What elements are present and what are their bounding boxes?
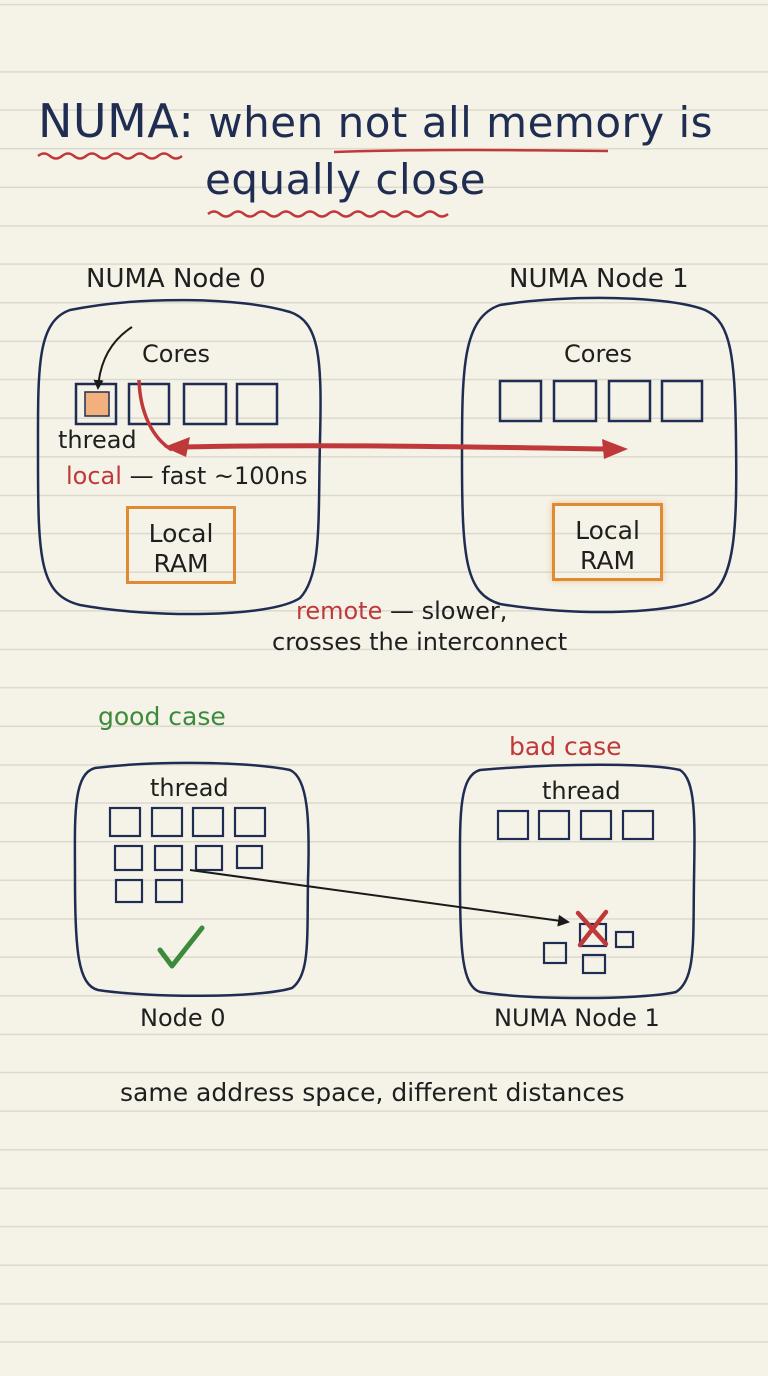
node1-core-2 xyxy=(552,379,598,423)
node1-core-3 xyxy=(607,379,652,423)
good-case-label: good case xyxy=(98,702,226,731)
remote-access-arrow xyxy=(189,869,570,927)
local-latency-text: — fast ~100ns xyxy=(129,462,308,490)
remote-word: remote xyxy=(296,597,383,625)
node0-box xyxy=(36,298,322,616)
node0-cores-label: Cores xyxy=(142,340,211,368)
bad-thread-label: thread xyxy=(542,777,621,805)
node1-ram-line2: RAM xyxy=(579,546,636,575)
interconnect-head-right xyxy=(602,439,628,459)
node0-core-3 xyxy=(182,382,228,426)
remote-latency-line2: crosses the interconnect xyxy=(272,628,568,656)
bad-node-label: NUMA Node 1 xyxy=(494,1004,660,1032)
title-squiggle-numa xyxy=(37,152,183,160)
good-node-box xyxy=(73,761,310,998)
title-numa: NUMA: xyxy=(38,94,195,148)
thread-marker xyxy=(84,391,110,417)
bad-node-box xyxy=(458,763,696,1000)
good-memory-squares xyxy=(108,806,267,904)
thread-pointer-arrow xyxy=(93,326,133,390)
remote-latency-text: — slower, xyxy=(389,597,508,625)
node1-ram-line1: Local xyxy=(575,516,640,545)
node1-core-4 xyxy=(660,379,704,423)
check-mark-icon xyxy=(157,925,205,969)
node1-core-1 xyxy=(498,379,543,423)
local-word: local xyxy=(66,462,122,490)
title-is: is xyxy=(678,98,714,147)
fail-x-icon xyxy=(575,909,609,948)
bad-memory-squares xyxy=(496,809,655,975)
title-line-2: equally close xyxy=(205,155,487,204)
node0-ram-line1: Local xyxy=(148,519,214,548)
good-node-label: Node 0 xyxy=(140,1004,226,1032)
local-latency-label: local — fast ~100ns xyxy=(66,462,308,490)
node1-box xyxy=(460,296,738,614)
node1-label: NUMA Node 1 xyxy=(509,264,689,294)
title-not-all-memory: not all memory xyxy=(337,98,665,147)
interconnect-head-left xyxy=(164,437,190,457)
node1-cores-label: Cores xyxy=(564,340,633,368)
node1-local-ram: Local RAM xyxy=(552,503,663,581)
thread-label: thread xyxy=(58,426,137,454)
node0-core-2 xyxy=(127,382,171,426)
interconnect-line xyxy=(179,443,611,452)
title-squiggle-equally-close xyxy=(207,210,449,218)
node0-core-4 xyxy=(235,382,279,426)
node0-ram-line2: RAM xyxy=(153,549,209,578)
node0-local-ram: Local RAM xyxy=(126,506,236,584)
footer-caption: same address space, different distances xyxy=(120,1078,625,1107)
local-access-curve xyxy=(137,379,173,452)
remote-latency-label: remote — slower, xyxy=(296,597,507,625)
bad-case-label: bad case xyxy=(509,732,622,761)
title-line-1: NUMA: when not all memory is xyxy=(38,94,713,148)
title-underline-not-all-memory xyxy=(333,148,609,154)
node0-label: NUMA Node 0 xyxy=(86,264,266,294)
good-thread-label: thread xyxy=(150,774,229,802)
title-when: when xyxy=(208,98,324,147)
